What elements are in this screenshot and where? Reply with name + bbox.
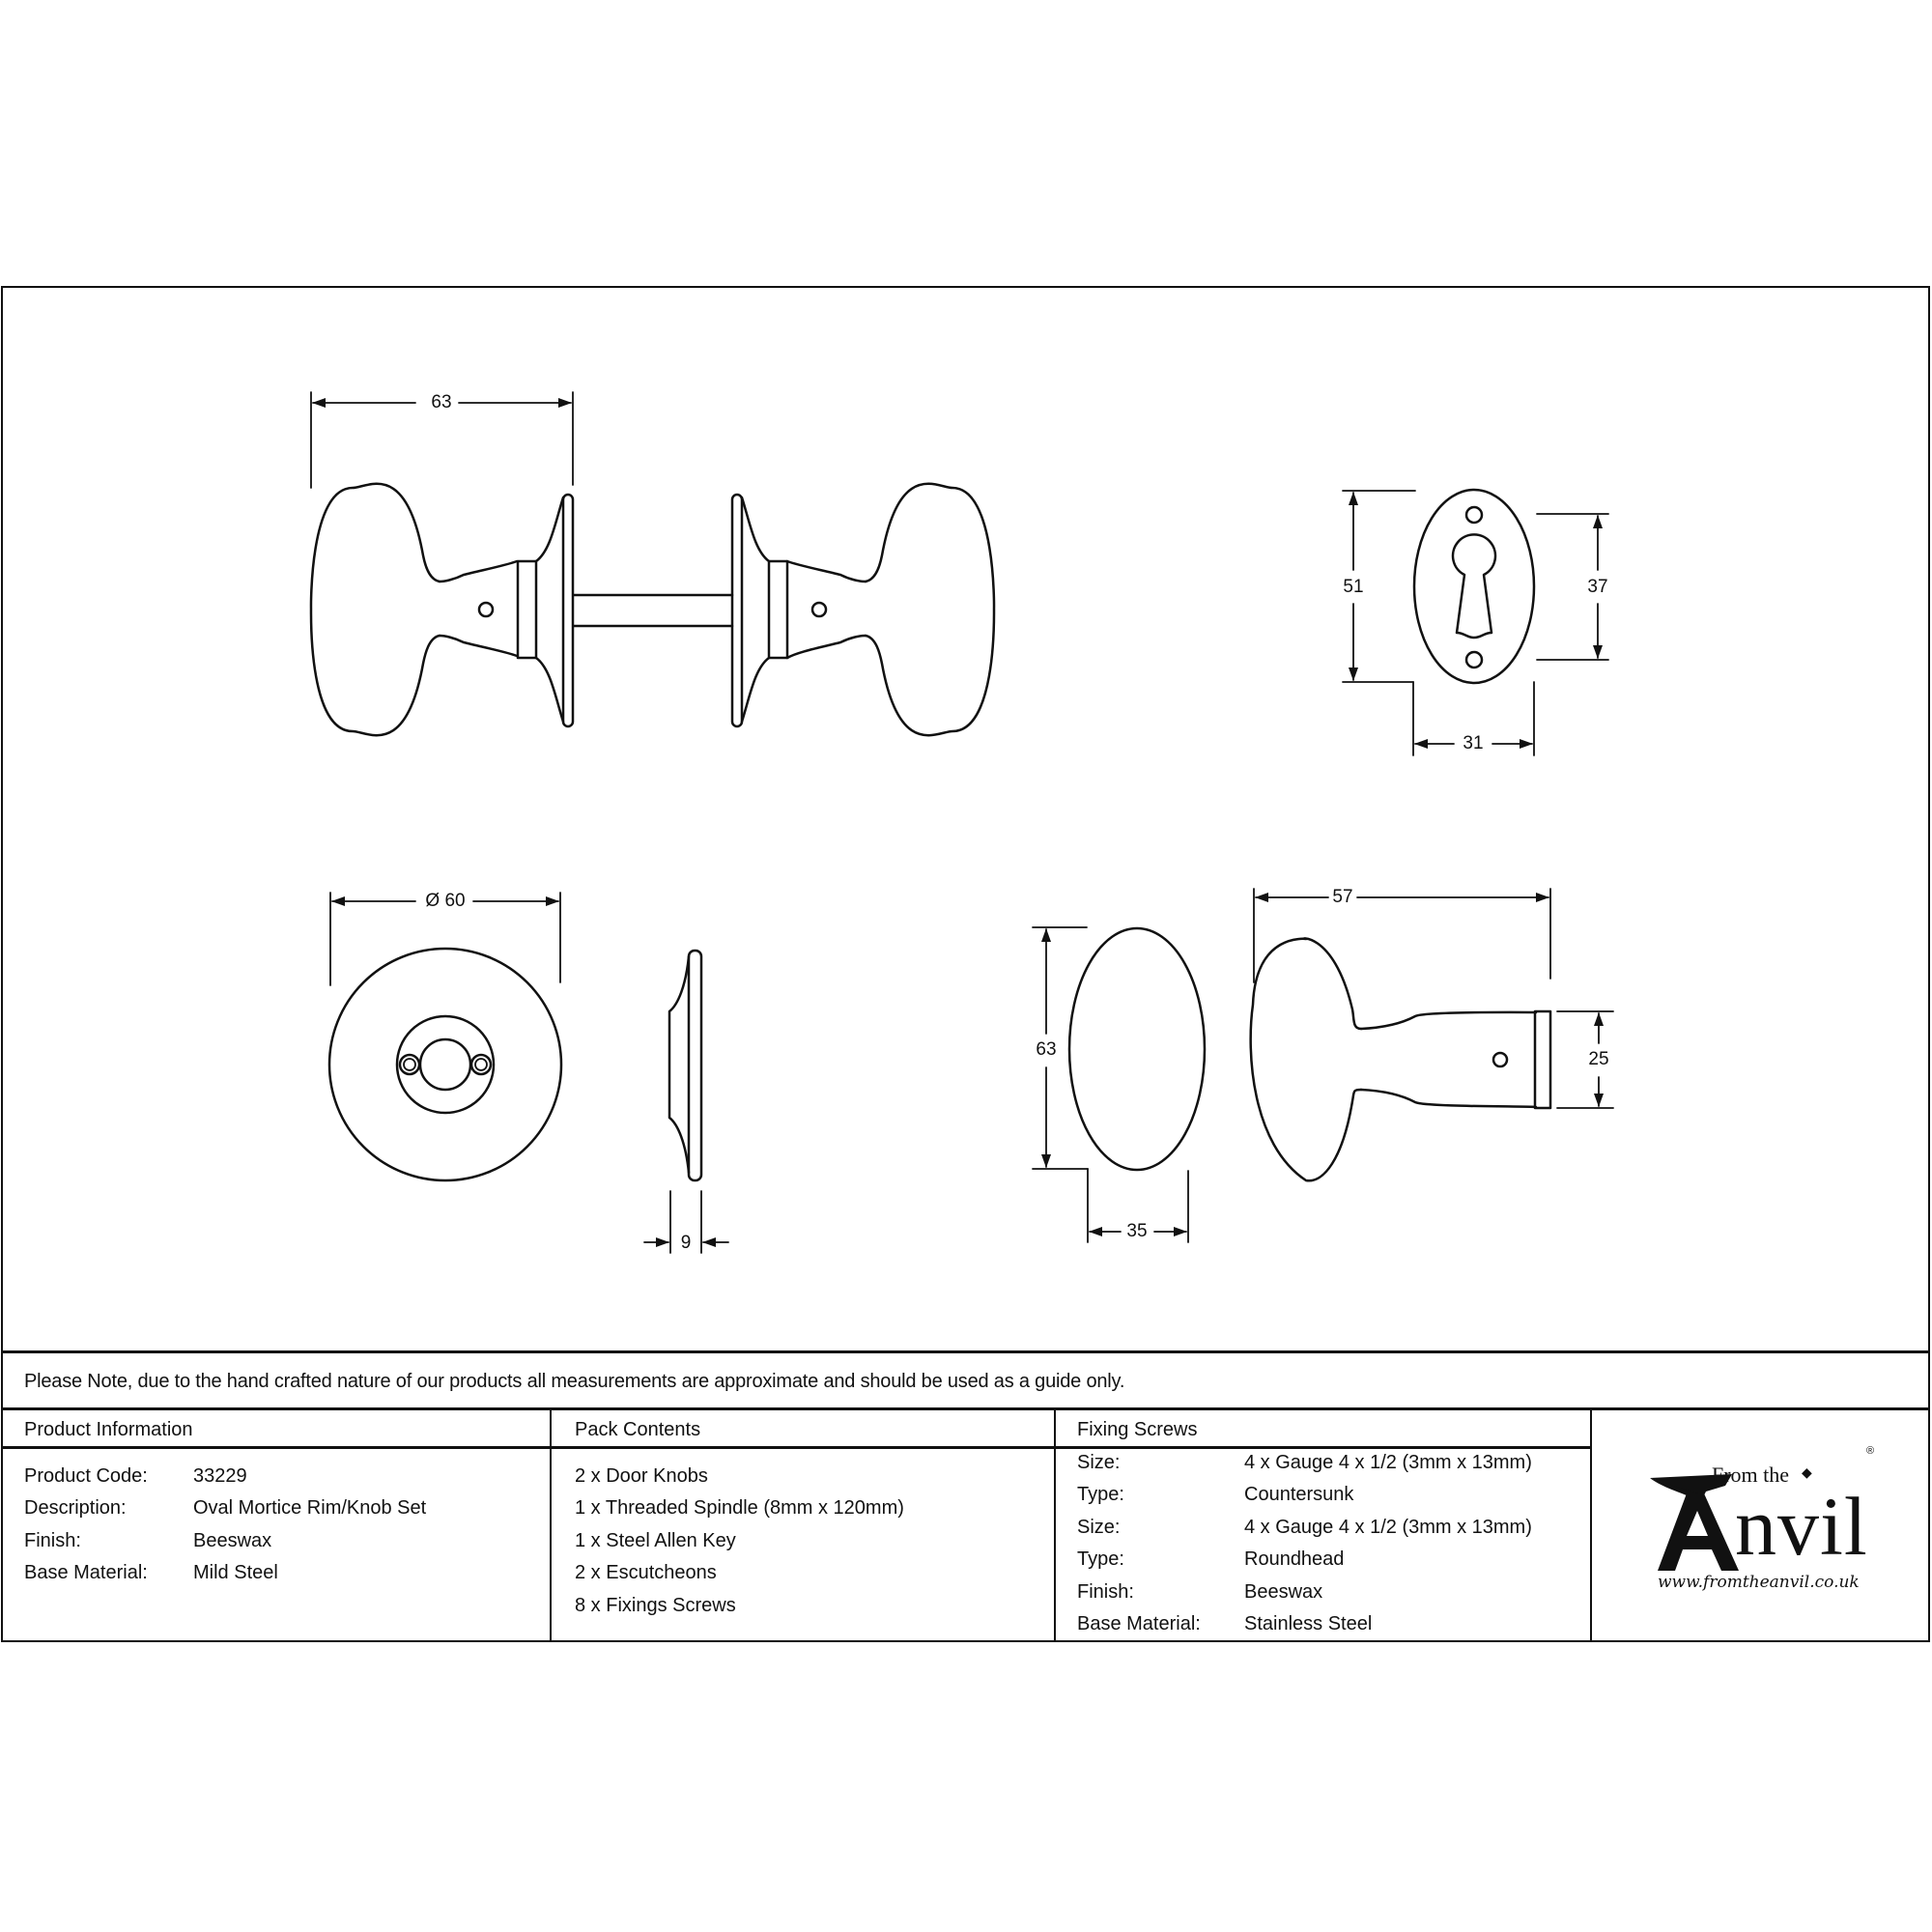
dimension-label-rose-depth: 9 bbox=[677, 1234, 695, 1253]
fixing-screw-value: 4 x Gauge 4 x 1/2 (3mm x 13mm) bbox=[1244, 1517, 1532, 1538]
fixing-screw-value: Stainless Steel bbox=[1244, 1613, 1373, 1634]
pack-contents-heading: Pack Contents bbox=[575, 1419, 701, 1440]
dimension-label-knob-width: 35 bbox=[1123, 1222, 1151, 1241]
product-info-heading: Product Information bbox=[24, 1419, 193, 1440]
fixing-screw-key: Size: bbox=[1077, 1517, 1121, 1538]
fixing-screw-value: Countersunk bbox=[1244, 1484, 1354, 1505]
dimension-label-knob-neck: 25 bbox=[1588, 1047, 1609, 1072]
product-info-key: Product Code: bbox=[24, 1465, 148, 1487]
diamond-icon: ◆ bbox=[1802, 1464, 1812, 1480]
fixing-screw-value: Roundhead bbox=[1244, 1548, 1345, 1570]
dimension-label-knob-length: 57 bbox=[1329, 888, 1356, 907]
product-info-header: Product Information bbox=[1, 1410, 550, 1449]
fixing-screws-header: Fixing Screws bbox=[1056, 1410, 1590, 1449]
product-info-key: Finish: bbox=[24, 1530, 81, 1551]
product-info-column: Product Information Product Code: 33229 … bbox=[1, 1410, 552, 1642]
dimension-label-set-width: 63 bbox=[428, 393, 455, 412]
disclaimer-note-row: Please Note, due to the hand crafted nat… bbox=[1, 1350, 1930, 1410]
dimension-label-escutcheon-height: 51 bbox=[1343, 575, 1364, 600]
pack-item: 1 x Threaded Spindle (8mm x 120mm) bbox=[575, 1497, 904, 1519]
pack-contents-column: Pack Contents 2 x Door Knobs 1 x Threade… bbox=[552, 1410, 1056, 1642]
knob-side-view bbox=[1249, 888, 1614, 1182]
dimension-label-escutcheon-hole-spacing: 37 bbox=[1587, 575, 1608, 600]
base-material-value: Mild Steel bbox=[193, 1562, 278, 1583]
fixing-screws-column: Fixing Screws Size: 4 x Gauge 4 x 1/2 (3… bbox=[1056, 1410, 1592, 1642]
finish-value: Beeswax bbox=[193, 1530, 272, 1551]
brand-logo: From the ◆ ® nvil www.fromtheanvil.co.uk bbox=[1592, 1410, 1930, 1642]
fixing-screw-value: 4 x Gauge 4 x 1/2 (3mm x 13mm) bbox=[1244, 1452, 1532, 1473]
rose-front-view bbox=[327, 892, 563, 1182]
rose-side-view bbox=[643, 949, 729, 1254]
fixing-screw-key: Base Material: bbox=[1077, 1613, 1201, 1634]
registered-mark: ® bbox=[1866, 1445, 1875, 1457]
drawing-sheet-frame bbox=[1, 286, 1930, 1642]
knob-end-view bbox=[1032, 926, 1207, 1243]
knob-set-side-view bbox=[309, 391, 996, 737]
logo-from-the: From the bbox=[1712, 1463, 1790, 1487]
disclaimer-note: Please Note, due to the hand crafted nat… bbox=[24, 1371, 1125, 1392]
dimension-label-rose-diameter: Ø 60 bbox=[422, 892, 469, 911]
pack-item: 2 x Door Knobs bbox=[575, 1465, 708, 1487]
fixing-screw-key: Finish: bbox=[1077, 1581, 1134, 1603]
dimension-label-knob-height: 63 bbox=[1036, 1037, 1057, 1063]
product-info-key: Base Material: bbox=[24, 1562, 148, 1583]
pack-contents-header: Pack Contents bbox=[552, 1410, 1054, 1449]
pack-item: 2 x Escutcheons bbox=[575, 1562, 717, 1583]
product-info-key: Description: bbox=[24, 1497, 127, 1519]
pack-item: 8 x Fixings Screws bbox=[575, 1595, 736, 1616]
product-code-value: 33229 bbox=[193, 1465, 247, 1487]
dimension-label-escutcheon-width: 31 bbox=[1460, 734, 1487, 753]
fixing-screw-key: Type: bbox=[1077, 1484, 1124, 1505]
logo-brand-text: nvil bbox=[1735, 1480, 1868, 1573]
logo-url: www.fromtheanvil.co.uk bbox=[1658, 1573, 1860, 1592]
fixing-screw-value: Beeswax bbox=[1244, 1581, 1323, 1603]
pack-item: 1 x Steel Allen Key bbox=[575, 1530, 736, 1551]
description-value: Oval Mortice Rim/Knob Set bbox=[193, 1497, 427, 1519]
escutcheon-front-view bbox=[1342, 488, 1609, 756]
spec-table: Product Information Product Code: 33229 … bbox=[1, 1410, 1930, 1642]
fixing-screws-heading: Fixing Screws bbox=[1077, 1419, 1198, 1440]
anvil-icon bbox=[1650, 1474, 1739, 1571]
fixing-screw-key: Size: bbox=[1077, 1452, 1121, 1473]
fixing-screw-key: Type: bbox=[1077, 1548, 1124, 1570]
